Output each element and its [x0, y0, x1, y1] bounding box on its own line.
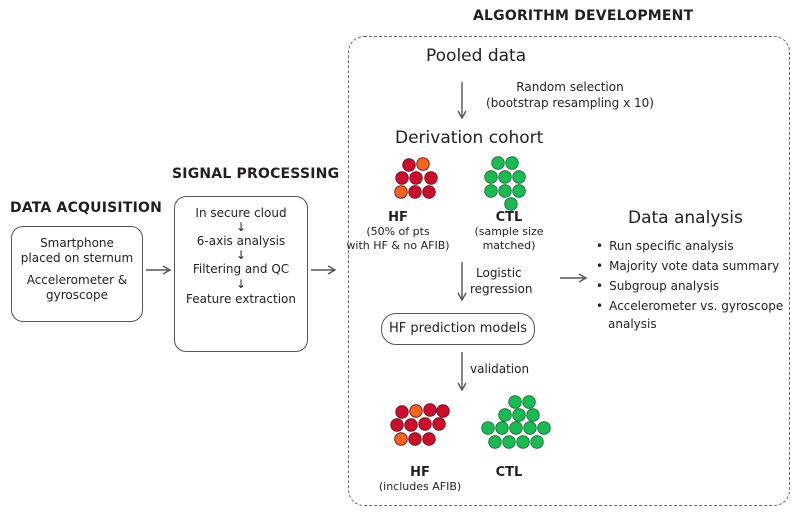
acq-line-3: Accelerometer & — [26, 273, 128, 287]
hf-derivation-dot — [402, 158, 416, 172]
hf-derivation-dot — [424, 171, 438, 185]
validation-hf-label: HF — [410, 465, 430, 480]
derivation-hf-note-1: (50% of pts — [366, 225, 430, 238]
logistic-regression-line-2: regression — [470, 282, 533, 296]
hf-prediction-models-box: HF prediction models — [381, 313, 535, 345]
ctl-validation-dot — [512, 408, 526, 422]
validation-ctl-label: CTL — [495, 465, 523, 480]
sp-arrow-2: ↓ — [235, 248, 247, 262]
ctl-derivation-dot — [484, 170, 498, 184]
hf-validation-dot — [418, 417, 432, 431]
ctl-validation-dot — [516, 435, 530, 449]
data-analysis-item: Subgroup analysis — [596, 276, 783, 296]
ctl-validation-dot — [522, 395, 536, 409]
hf-validation-dot — [394, 432, 408, 446]
ctl-derivation-dot — [491, 156, 505, 170]
hf-derivation-dot — [416, 157, 430, 171]
hf-validation-dot — [395, 405, 409, 419]
sp-arrow-1: ↓ — [235, 220, 247, 234]
ctl-validation-dot — [502, 435, 516, 449]
signal-processing-box: In secure cloud ↓ 6-axis analysis ↓ Filt… — [174, 196, 308, 352]
derivation-hf-label: HF — [388, 210, 408, 225]
acq-line-4: gyroscope — [46, 288, 108, 302]
logistic-regression-line-1: Logistic — [476, 266, 522, 280]
ctl-validation-dot — [488, 435, 502, 449]
pooled-data-label: Pooled data — [426, 46, 527, 66]
hf-validation-dot — [408, 432, 422, 446]
hf-derivation-dot — [408, 185, 422, 199]
validation-hf-note: (includes AFIB) — [378, 480, 462, 493]
hf-validation-dot — [422, 432, 436, 446]
ctl-derivation-dot — [504, 197, 518, 211]
derivation-ctl-note-1: (sample size — [474, 225, 544, 238]
ctl-validation-dot — [523, 421, 537, 435]
hf-validation-dot — [404, 418, 418, 432]
ctl-validation-dot — [537, 421, 551, 435]
ctl-derivation-dot — [505, 156, 519, 170]
cohort-dots — [390, 156, 551, 449]
hf-derivation-dot — [394, 185, 408, 199]
data-analysis-list: Run specific analysis Majority vote data… — [596, 236, 783, 332]
ctl-validation-dot — [526, 408, 540, 422]
data-acquisition-box: Smartphone placed on sternum Acceleromet… — [11, 226, 143, 322]
signal-processing-header: SIGNAL PROCESSING — [172, 166, 340, 182]
acq-line-1: Smartphone — [40, 236, 114, 250]
hf-derivation-dot — [422, 185, 436, 199]
ctl-derivation-dot — [512, 184, 526, 198]
ctl-derivation-dot — [498, 170, 512, 184]
sp-step-2: 6-axis analysis — [196, 234, 286, 248]
hf-validation-dot — [390, 418, 404, 432]
hf-validation-dot — [409, 404, 423, 418]
data-acquisition-header: DATA ACQUISITION — [10, 200, 162, 216]
random-selection-line-2: (bootstrap resampling x 10) — [486, 96, 654, 110]
ctl-derivation-dot — [512, 170, 526, 184]
derivation-ctl-label: CTL — [495, 210, 523, 225]
validation-label: validation — [470, 362, 530, 376]
data-analysis-item: Accelerometer vs. gyroscope — [596, 296, 783, 316]
ctl-validation-dot — [530, 435, 544, 449]
derivation-cohort-label: Derivation cohort — [395, 128, 544, 148]
ctl-validation-dot — [481, 421, 495, 435]
hf-validation-dot — [423, 403, 437, 417]
ctl-validation-dot — [508, 395, 522, 409]
data-analysis-item-continued: analysis — [608, 317, 657, 331]
data-analysis-item: Majority vote data summary — [596, 256, 783, 276]
acq-line-2: placed on sternum — [20, 251, 134, 265]
hf-validation-dot — [432, 417, 446, 431]
hf-derivation-dot — [395, 171, 409, 185]
data-analysis-title: Data analysis — [628, 208, 743, 228]
ctl-derivation-dot — [498, 184, 512, 198]
hf-validation-dot — [436, 404, 450, 418]
derivation-hf-note-2: with HF & no AFIB) — [346, 239, 450, 252]
ctl-validation-dot — [495, 421, 509, 435]
sp-step-1: In secure cloud — [195, 206, 287, 220]
algorithm-development-frame — [348, 36, 790, 506]
derivation-ctl-note-2: matched) — [482, 239, 536, 252]
sp-step-3: Filtering and QC — [192, 262, 290, 276]
ctl-derivation-dot — [484, 184, 498, 198]
ctl-validation-dot — [498, 408, 512, 422]
algorithm-development-header: ALGORITHM DEVELOPMENT — [473, 8, 694, 24]
data-analysis-item: Run specific analysis — [596, 236, 783, 256]
sp-step-4: Feature extraction — [185, 292, 296, 306]
random-selection-line-1: Random selection — [516, 80, 624, 94]
ctl-validation-dot — [509, 421, 523, 435]
sp-arrow-3: ↓ — [235, 277, 247, 291]
hf-derivation-dot — [409, 171, 423, 185]
